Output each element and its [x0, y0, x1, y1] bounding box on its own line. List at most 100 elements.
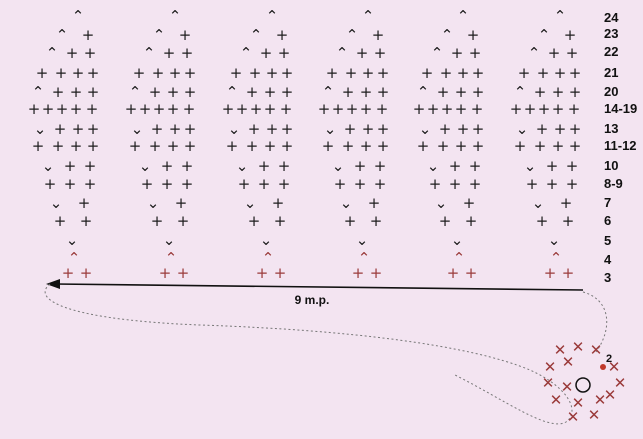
stitch-plus-icon: +: [87, 120, 100, 138]
stitch-plus-icon: +: [457, 120, 470, 138]
stitch-plus-icon: +: [437, 83, 450, 101]
stitch-plus-icon: +: [54, 212, 67, 230]
stitch-plus-icon: +: [84, 44, 97, 62]
stitch-plus-icon: +: [455, 137, 468, 155]
stitch-plus-icon: +: [372, 26, 385, 44]
ring-stitch-icon: ✕: [561, 378, 574, 396]
stitch-plus-icon: +: [568, 100, 581, 118]
stitch-plus-icon: +: [153, 100, 166, 118]
stitch-plus-icon: +: [569, 83, 582, 101]
stitch-plus-icon: +: [374, 44, 387, 62]
stitch-plus-icon: +: [449, 175, 462, 193]
stitch-v-icon: ⌄: [34, 120, 47, 138]
stitch-plus-icon: +: [326, 64, 339, 82]
stitch-plus-icon: +: [526, 175, 539, 193]
stitch-v-icon: ⌄: [435, 194, 448, 212]
stitch-plus-icon: +: [429, 175, 442, 193]
stitch-plus-icon: +: [161, 157, 174, 175]
row-label: 5: [604, 233, 611, 248]
stitch-plus-icon: +: [332, 100, 345, 118]
stitch-plus-icon: +: [564, 26, 577, 44]
stitch-plus-icon: +: [360, 83, 373, 101]
stitch-plus-icon: +: [534, 137, 547, 155]
stitch-v-icon: ⌄: [427, 157, 440, 175]
stitch-plus-icon: +: [469, 157, 482, 175]
stitch-plus-icon: +: [54, 120, 67, 138]
row-label: 8-9: [604, 176, 623, 191]
stitch-plus-icon: +: [248, 120, 261, 138]
stitch-chevron-icon: ⌃: [226, 83, 239, 101]
stitch-chevron-icon: ⌃: [143, 44, 156, 62]
distance-label: 9 m.p.: [295, 293, 330, 307]
stitch-plus-icon: +: [377, 83, 390, 101]
ring-stitch-icon: ✕: [550, 391, 563, 409]
row-label: 10: [604, 158, 618, 173]
stitch-chevron-icon: ⌃: [346, 26, 359, 44]
stitch-plus-icon: +: [544, 264, 557, 282]
stitch-chevron-icon: ⌃: [441, 26, 454, 44]
stitch-plus-icon: +: [246, 137, 259, 155]
stitch-plus-icon: +: [280, 100, 293, 118]
stitch-plus-icon: +: [64, 175, 77, 193]
stitch-plus-icon: +: [80, 264, 93, 282]
row-label: 7: [604, 195, 611, 210]
stitch-plus-icon: +: [163, 44, 176, 62]
stitch-plus-icon: +: [552, 100, 565, 118]
stitch-plus-icon: +: [472, 83, 485, 101]
stitch-plus-icon: +: [536, 212, 549, 230]
stitch-plus-icon: +: [258, 157, 271, 175]
stitch-v-icon: ⌄: [244, 194, 257, 212]
stitch-plus-icon: +: [346, 100, 359, 118]
stitch-plus-icon: +: [439, 212, 452, 230]
stitch-plus-icon: +: [70, 137, 83, 155]
stitch-plus-icon: +: [266, 64, 279, 82]
stitch-plus-icon: +: [281, 137, 294, 155]
stitch-plus-icon: +: [28, 100, 41, 118]
row-label: 22: [604, 44, 618, 59]
stitch-plus-icon: +: [569, 137, 582, 155]
stitch-chevron-icon: ⌃: [550, 249, 563, 267]
stitch-plus-icon: +: [151, 212, 164, 230]
stitch-plus-icon: +: [169, 64, 182, 82]
ring-stitch-icon: ✕: [567, 408, 580, 426]
stitch-v-icon: ⌄: [356, 231, 369, 249]
stitch-plus-icon: +: [238, 175, 251, 193]
stitch-v-icon: ⌄: [451, 231, 464, 249]
stitch-plus-icon: +: [440, 64, 453, 82]
stitch-plus-icon: +: [264, 137, 277, 155]
stitch-chevron-icon: ⌃: [250, 26, 263, 44]
stitch-plus-icon: +: [82, 26, 95, 44]
row-label: 21: [604, 65, 618, 80]
stitch-plus-icon: +: [362, 120, 375, 138]
stitch-plus-icon: +: [84, 175, 97, 193]
stitch-plus-icon: +: [566, 157, 579, 175]
stitch-plus-icon: +: [222, 100, 235, 118]
stitch-plus-icon: +: [260, 44, 273, 62]
stitch-plus-icon: +: [318, 100, 331, 118]
stitch-plus-icon: +: [278, 157, 291, 175]
stitch-plus-icon: +: [141, 175, 154, 193]
stitch-plus-icon: +: [354, 157, 367, 175]
stitch-plus-icon: +: [370, 212, 383, 230]
starting-ring: 2 ✕✕✕✕✕✕✕✕✕✕✕✕✕✕✕: [542, 338, 627, 426]
stitch-plus-icon: +: [175, 194, 188, 212]
stitch-plus-icon: +: [467, 26, 480, 44]
stitch-plus-icon: +: [70, 100, 83, 118]
round-marker-label: 2: [606, 353, 612, 365]
stitch-plus-icon: +: [368, 194, 381, 212]
stitch-plus-icon: +: [342, 137, 355, 155]
stitch-plus-icon: +: [469, 175, 482, 193]
stitch-plus-icon: +: [70, 83, 83, 101]
stitch-plus-icon: +: [455, 83, 468, 101]
stitch-plus-icon: +: [352, 264, 365, 282]
stitch-plus-icon: +: [230, 64, 243, 82]
stitch-v-icon: ⌄: [66, 231, 79, 249]
stitch-plus-icon: +: [451, 44, 464, 62]
stitch-plus-icon: +: [342, 83, 355, 101]
stitch-plus-icon: +: [471, 100, 484, 118]
stitch-plus-icon: +: [169, 120, 182, 138]
stitch-chevron-icon: ⌃: [72, 7, 85, 25]
stitch-v-icon: ⌄: [548, 231, 561, 249]
stitch-plus-icon: +: [455, 100, 468, 118]
stitch-plus-icon: +: [439, 120, 452, 138]
